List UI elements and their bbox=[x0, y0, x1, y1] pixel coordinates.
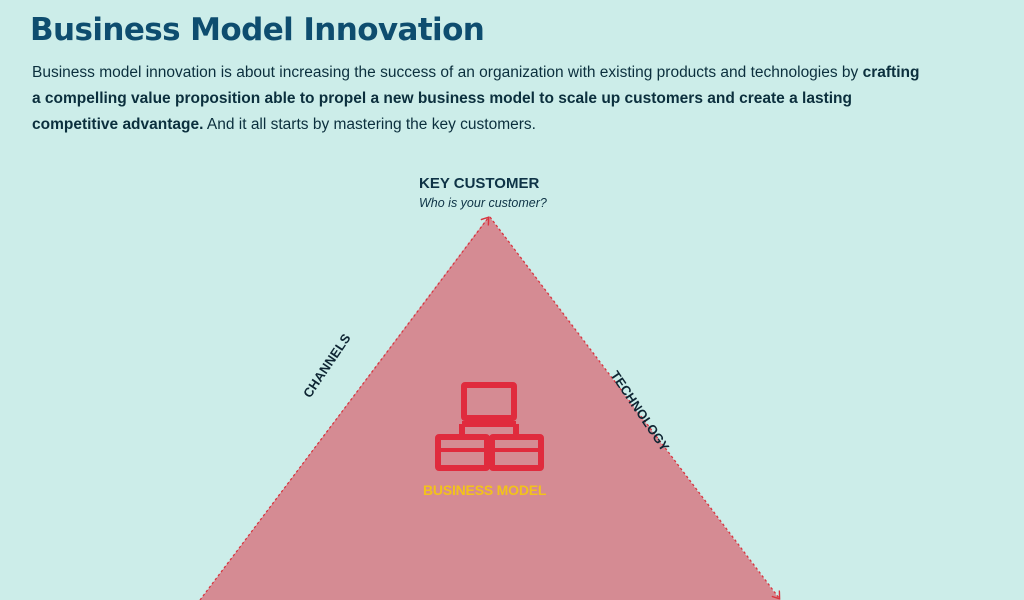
intro-text-start: Business model innovation is about incre… bbox=[32, 64, 863, 81]
page-title: Business Model Innovation bbox=[30, 12, 485, 48]
network-hierarchy-icon bbox=[435, 382, 544, 471]
intro-text-bold: crafting a compelling value proposition … bbox=[32, 64, 920, 133]
key-customer-title: KEY CUSTOMER bbox=[419, 175, 540, 192]
triangle-shape bbox=[200, 216, 780, 600]
intro-text-end: And it all starts by mastering the key c… bbox=[203, 116, 536, 133]
business-model-label: BUSINESS MODEL bbox=[423, 482, 547, 498]
intro-paragraph: Business model innovation is about incre… bbox=[32, 60, 932, 138]
key-customer-question: Who is your customer? bbox=[419, 196, 547, 210]
